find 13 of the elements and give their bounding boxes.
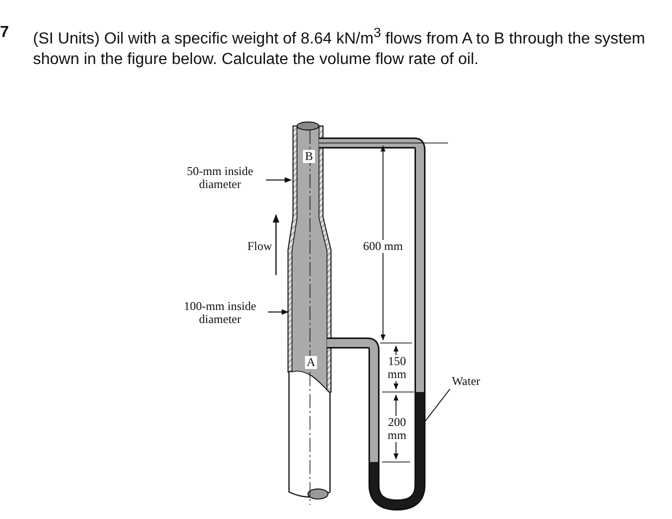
leader-text: Water — [446, 375, 486, 388]
leader-text: 100-mm inside diameter — [172, 300, 268, 326]
point-label: B — [303, 150, 315, 163]
leader-arrow — [266, 177, 292, 183]
point-label: A — [305, 356, 317, 369]
leader-line — [422, 388, 450, 424]
dimension-label: 200 mm — [386, 416, 408, 442]
dimension-label: 150 mm — [386, 355, 408, 381]
problem-statement: (SI Units) Oil with a specific weight of 8.64 kN/m$^{3}$ flows from A to B through the system shown in the figure below. Calculate the volume flow rate of oil. — [33, 24, 646, 70]
flow-label: Flow — [246, 240, 272, 253]
leader-arrow — [268, 309, 289, 315]
question-number: 7 — [0, 23, 10, 43]
leader-text: 50-mm inside diameter — [172, 165, 268, 191]
